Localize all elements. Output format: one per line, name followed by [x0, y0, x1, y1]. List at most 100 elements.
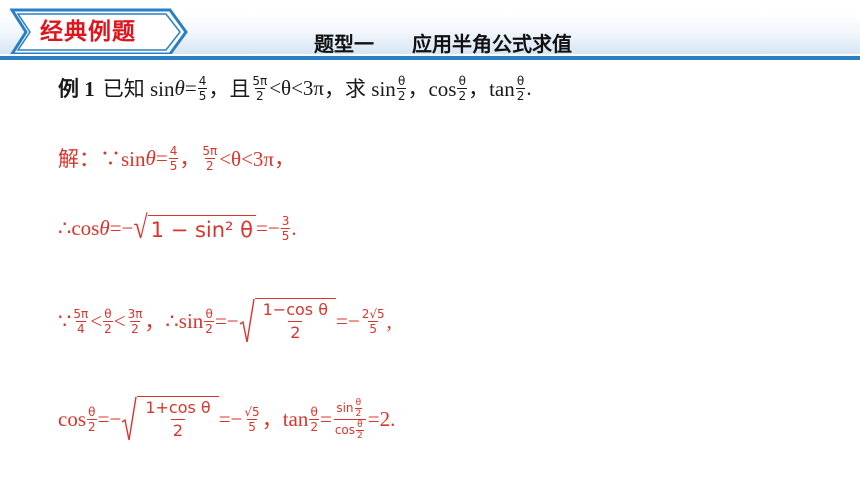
radicand: 1+cos θ 2 — [137, 396, 219, 442]
numerator: 1−cos θ — [262, 300, 329, 319]
denominator: 5 — [247, 418, 257, 434]
comma: ， — [179, 147, 201, 171]
lt: < — [90, 308, 103, 333]
range: <θ<3π， — [219, 147, 296, 171]
numerator: θ — [88, 404, 96, 419]
denominator: 2 — [254, 87, 265, 103]
therefore-cos: ∴cos — [58, 216, 100, 240]
therefore-sin: ∴sin — [165, 308, 204, 333]
text-cos: ，cos — [407, 77, 457, 101]
numerator: 1+cos θ — [145, 398, 211, 417]
numerator: θ — [310, 404, 318, 419]
radical-sign — [121, 396, 138, 441]
numerator: 4 — [198, 73, 207, 88]
badge-shape — [10, 8, 188, 54]
topic-title: 题型一 应用半角公式求值 — [314, 28, 572, 57]
denominator: 2 — [288, 321, 303, 342]
solution-prefix: 解：∵sin — [58, 147, 146, 171]
equals-minus: =− — [109, 216, 134, 240]
text-tan: ，tan — [468, 77, 515, 101]
theta: θ — [145, 145, 156, 170]
header-underline — [0, 56, 860, 60]
numerator: θ — [516, 73, 525, 88]
comma: ， — [261, 408, 283, 432]
sqrt: 1+cos θ 2 — [121, 396, 219, 442]
range: <θ<3π — [269, 75, 325, 100]
equals-minus: =− — [97, 406, 122, 431]
denominator: 5 — [197, 87, 208, 103]
theta: θ — [99, 216, 110, 240]
denominator: 2 — [170, 419, 186, 440]
problem-label: 例 1 — [58, 77, 95, 101]
period: . — [291, 216, 297, 240]
denominator: 2 — [130, 320, 140, 336]
denominator: 2 — [204, 320, 214, 336]
topic-right: 应用半角公式求值 — [412, 32, 572, 56]
theta: θ — [174, 75, 185, 100]
numerator: θ — [397, 73, 406, 88]
comma: , — [386, 308, 392, 333]
denominator: 2 — [309, 418, 319, 434]
denominator: 2 — [356, 429, 364, 441]
denominator: 2 — [103, 320, 113, 336]
topic-left: 题型一 — [314, 32, 374, 56]
numerator: √5 — [244, 404, 260, 419]
equals: = — [155, 145, 168, 170]
equals: = — [319, 406, 332, 431]
period: . — [526, 75, 532, 100]
equals: = — [184, 75, 197, 100]
numerator: 5π — [202, 143, 218, 158]
denominator: 2 — [204, 157, 215, 173]
text-ask: ，求 sin — [324, 77, 396, 101]
numerator: 5π — [252, 73, 268, 88]
text-and: ，且 — [208, 77, 251, 101]
denominator: 2 — [354, 407, 363, 419]
badge-label: 经典例题 — [40, 19, 136, 45]
denominator: 2 — [457, 87, 468, 103]
denominator: 2 — [396, 87, 407, 103]
numerator: θ — [205, 306, 213, 321]
numerator: θ — [458, 73, 466, 88]
lt: < — [113, 308, 126, 333]
numerator: θ — [357, 419, 363, 430]
denominator: 5 — [368, 320, 378, 336]
numerator: 4 — [169, 143, 178, 158]
cos-label: cos — [58, 406, 86, 431]
radicand: 1 − sin² θ — [147, 215, 256, 242]
header-bar: 经典例题 题型一 应用半角公式求值 — [0, 0, 860, 60]
denominator: 4 — [75, 320, 86, 336]
equals-minus: =− — [336, 308, 360, 333]
numerator: θ — [355, 397, 362, 408]
denominator: 2 — [87, 418, 97, 434]
sqrt: 1−cos θ 2 — [239, 298, 337, 344]
sqrt: √1 − sin² θ — [133, 211, 256, 244]
numerator: 5π — [73, 306, 89, 321]
denominator: 2 — [515, 87, 526, 103]
fraction: 1+cos θ 2 — [143, 397, 212, 442]
radical-sign: √ — [133, 209, 148, 246]
numerator: θ — [104, 306, 112, 321]
equals-minus: =− — [218, 406, 243, 431]
denominator: 5 — [280, 228, 291, 243]
text-known: 已知 sin — [102, 77, 175, 101]
equals-minus: =− — [214, 308, 239, 333]
radicand: 1−cos θ 2 — [254, 298, 337, 344]
